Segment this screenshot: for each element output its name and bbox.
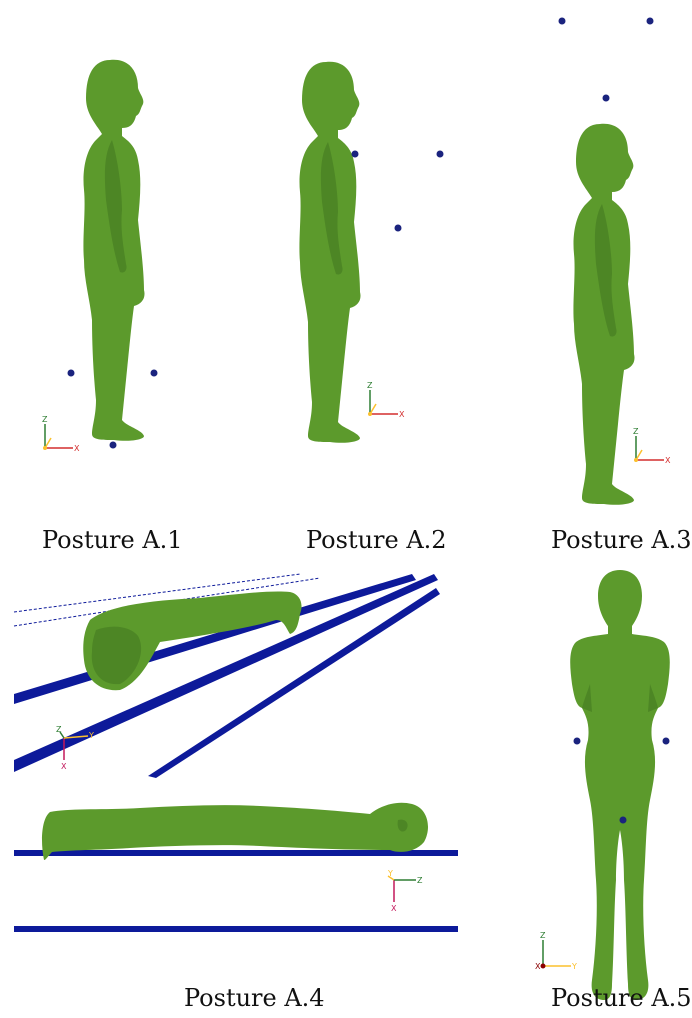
- electrode-marker: [437, 151, 444, 158]
- axis-triad-a2: Z X: [367, 381, 405, 419]
- electrode-marker: [663, 738, 670, 745]
- axis-label-up: Z: [42, 415, 48, 424]
- electrode-marker: [559, 18, 566, 25]
- caption-a3: Posture A.3: [551, 526, 692, 554]
- standing-body-side: [83, 60, 144, 441]
- axis-label-up: Z: [56, 725, 62, 734]
- panel-a1: Z X: [42, 60, 158, 453]
- panel-a4-side: Y Z X: [14, 803, 458, 932]
- electrode-marker: [647, 18, 654, 25]
- axis-label-up: Z: [540, 931, 546, 940]
- axis-label-right: X: [74, 444, 80, 453]
- rail: [14, 850, 458, 856]
- caption-a5: Posture A.5: [551, 984, 692, 1012]
- axis-label-right: Y: [571, 962, 577, 971]
- panel-a5: Z Y X: [535, 570, 670, 1000]
- standing-body-side: [573, 124, 634, 505]
- axis-triad-a3: Z X: [633, 427, 671, 465]
- axis-label-up: Z: [367, 381, 373, 390]
- standing-body-side: [299, 62, 360, 443]
- panel-a3: Z X: [559, 18, 672, 505]
- axis-label-up: Z: [633, 427, 639, 436]
- electrode-marker: [68, 370, 75, 377]
- caption-a2: Posture A.2: [306, 526, 447, 554]
- rail: [14, 574, 416, 704]
- axis-label-down: X: [391, 904, 397, 913]
- axis-label-left: Y: [387, 869, 393, 878]
- axis-triad-a1: Z X: [42, 415, 80, 453]
- axis-triad-a4-bottom: Y Z X: [387, 869, 423, 913]
- electrode-marker: [574, 738, 581, 745]
- axis-triad-a5: Z Y X: [535, 931, 577, 971]
- axis-label-right: Z: [417, 876, 423, 885]
- panel-a4-perspective: Z Y X: [14, 574, 440, 778]
- electrode-marker: [620, 817, 627, 824]
- standing-body-front: [570, 570, 670, 1000]
- axis-label-right: X: [399, 410, 405, 419]
- caption-a1: Posture A.1: [42, 526, 183, 554]
- axis-label-down: X: [61, 762, 67, 771]
- electrode-marker: [395, 225, 402, 232]
- caption-a4: Posture A.4: [184, 984, 325, 1012]
- axis-label-right: Y: [88, 731, 94, 740]
- rail: [14, 926, 458, 932]
- electrode-marker: [110, 442, 117, 449]
- axis-label-origin: X: [535, 962, 541, 971]
- electrode-marker: [151, 370, 158, 377]
- panel-a2: Z X: [299, 62, 443, 443]
- electrode-marker: [603, 95, 610, 102]
- electrode-marker: [352, 151, 359, 158]
- axis-label-right: X: [665, 456, 671, 465]
